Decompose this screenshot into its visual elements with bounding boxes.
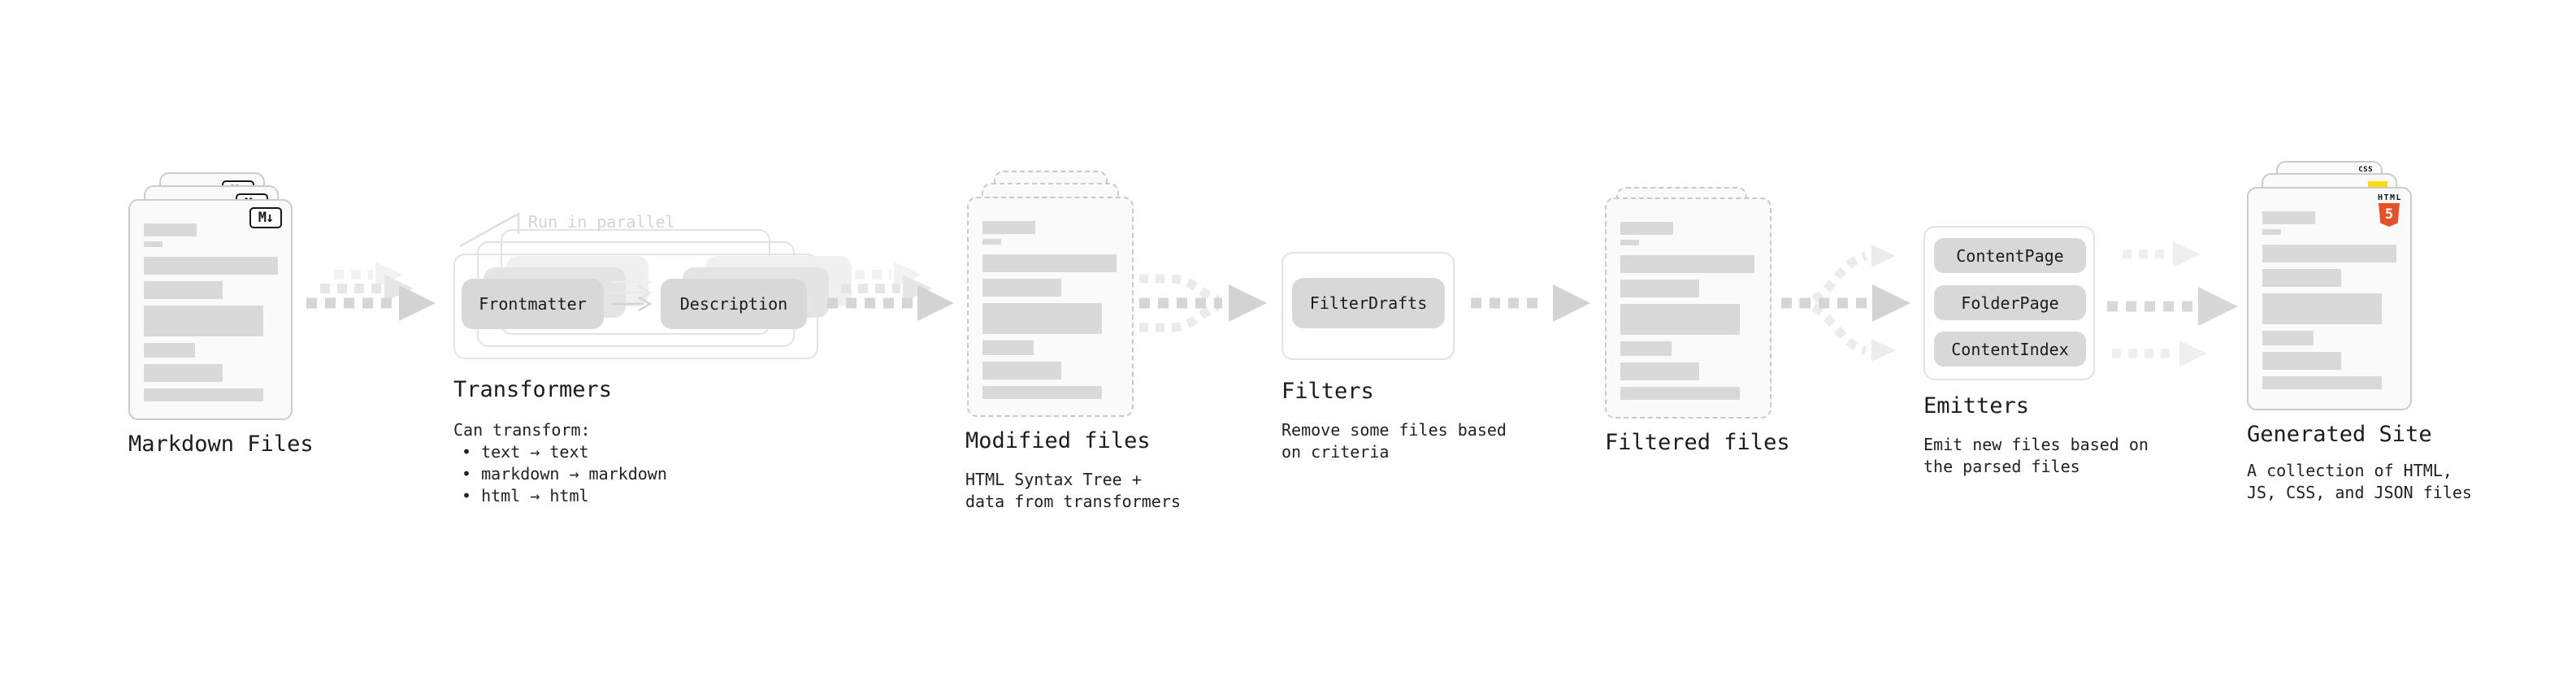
generated-site-label: Generated Site (2247, 422, 2432, 447)
arrow-emitters-to-generated (2107, 241, 2238, 367)
doc-line-bar (144, 388, 263, 401)
markdown-file-card-front: M↓ (128, 199, 293, 420)
doc-line-bar (1620, 255, 1754, 273)
doc-line-bar (144, 257, 278, 275)
doc-line-bar (2262, 211, 2315, 224)
doc-line-bar (144, 281, 223, 299)
arrow-modified-to-filters (1139, 274, 1267, 332)
generated-file-card-front: HTML 5 (2247, 187, 2412, 410)
frontmatter-transformer-button: Frontmatter (462, 279, 604, 329)
doc-skeleton-lines (982, 198, 1117, 399)
doc-line-bar (144, 223, 197, 236)
doc-skeleton-lines (144, 201, 278, 401)
doc-skeleton-lines (2262, 189, 2396, 389)
desc-bullet: • markdown → markdown (462, 464, 667, 484)
doc-line-bar (2262, 376, 2382, 389)
generated-site-description: A collection of HTML, JS, CSS, and JSON … (2247, 460, 2472, 504)
desc-line: Can transform: (453, 420, 591, 440)
doc-line-bar (2262, 352, 2341, 370)
doc-line-bar (1620, 362, 1699, 380)
doc-line-bar (1620, 387, 1740, 400)
doc-line-bar (1620, 341, 1672, 356)
contentindex-emitter-button: ContentIndex (1934, 332, 2086, 367)
doc-line-bar (1620, 304, 1740, 335)
desc-bullet: • html → html (462, 486, 589, 505)
doc-line-bar (2262, 229, 2281, 235)
doc-line-bar (2262, 269, 2341, 287)
doc-line-bar (982, 303, 1102, 334)
doc-line-bar (144, 306, 263, 336)
html5-icon: HTML 5 (2378, 193, 2403, 227)
desc-line: JS, CSS, and JSON files (2247, 483, 2472, 502)
doc-line-bar (144, 241, 163, 247)
doc-line-bar (982, 386, 1102, 399)
doc-line-bar (982, 362, 1061, 380)
modified-files-description: HTML Syntax Tree + data from transformer… (965, 469, 1181, 513)
desc-line: Remove some files based (1281, 420, 1507, 440)
doc-line-bar (1620, 222, 1673, 235)
doc-line-bar (144, 343, 195, 358)
doc-skeleton-lines (1620, 199, 1754, 400)
transformers-description: Can transform: • text → text • markdown … (453, 419, 667, 507)
filtered-files-label: Filtered files (1605, 430, 1790, 455)
folderpage-emitter-button: FolderPage (1934, 285, 2086, 320)
arrow-markdown-to-transformers (306, 262, 436, 321)
doc-line-bar (982, 221, 1035, 234)
doc-line-bar (982, 254, 1117, 272)
doc-line-bar (982, 279, 1061, 297)
desc-bullet: • text → text (462, 442, 589, 462)
contentpage-emitter-button: ContentPage (1934, 238, 2086, 273)
filterdrafts-button: FilterDrafts (1292, 278, 1445, 328)
desc-line: on criteria (1281, 442, 1390, 462)
filters-panel (1281, 252, 1455, 360)
filters-label: Filters (1281, 379, 1374, 404)
arrow-filtered-to-emitters (1781, 245, 1910, 362)
desc-line: data from transformers (965, 492, 1181, 511)
modified-files-label: Modified files (965, 428, 1151, 453)
doc-line-bar (1620, 280, 1699, 297)
emitters-panel (1923, 226, 2095, 380)
html5-wordmark: HTML (2378, 193, 2403, 202)
description-transformer-button: Description (661, 279, 807, 329)
filters-description: Remove some files based on criteria (1281, 419, 1507, 463)
desc-line: Emit new files based on (1923, 435, 2149, 454)
doc-line-bar (2262, 293, 2382, 324)
emitters-description: Emit new files based on the parsed files (1923, 434, 2149, 478)
doc-line-bar (144, 364, 223, 382)
transformers-label: Transformers (453, 377, 613, 402)
doc-line-bar (1620, 240, 1639, 245)
emitters-label: Emitters (1923, 393, 2030, 419)
markdown-icon: M↓ (249, 207, 282, 228)
html5-number: 5 (2384, 206, 2394, 223)
doc-line-bar (2262, 331, 2314, 345)
arrow-filters-to-filtered (1471, 284, 1590, 322)
desc-line: HTML Syntax Tree + (965, 470, 1142, 489)
doc-line-bar (2262, 245, 2396, 262)
doc-line-bar (982, 340, 1034, 355)
run-in-parallel-note: Run in parallel (528, 212, 675, 232)
doc-line-bar (982, 239, 1001, 245)
desc-line: A collection of HTML, (2247, 461, 2452, 480)
html5-shield: 5 (2379, 203, 2400, 227)
desc-line: the parsed files (1923, 457, 2080, 476)
modified-file-card-front (967, 197, 1134, 417)
filtered-file-card-front (1605, 197, 1772, 419)
markdown-files-label: Markdown Files (128, 432, 314, 457)
